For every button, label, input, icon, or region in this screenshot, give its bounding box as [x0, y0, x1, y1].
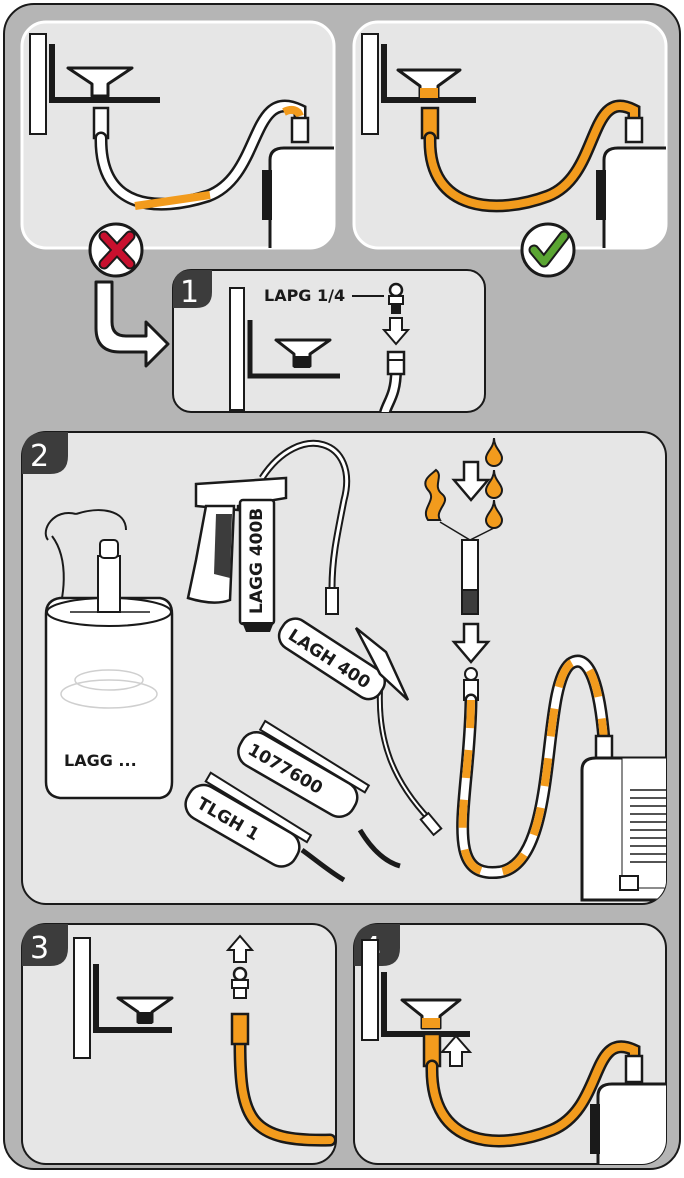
wall	[30, 34, 46, 134]
step-number: 2	[30, 439, 49, 474]
gun-lagg-400b-label: LAGG 400B	[247, 508, 267, 614]
grease-fitting	[389, 284, 403, 314]
panel-correct	[354, 22, 672, 276]
pump-bucket-label: LAGG ...	[64, 751, 137, 770]
panel-step-4: 4	[354, 924, 672, 1173]
grease-fitting	[232, 968, 248, 998]
cross-mark-icon	[90, 224, 142, 276]
step-number: 1	[180, 275, 199, 310]
panel-step-1: 1 LAPG 1/4	[173, 270, 485, 420]
check-mark-icon	[522, 224, 574, 276]
panel-step-3: 3	[22, 924, 336, 1164]
step-number: 3	[30, 931, 49, 966]
fitting-label: LAPG 1/4	[264, 286, 345, 305]
panel-step-2: 2 LAGG ...	[22, 432, 680, 904]
panel-wrong	[22, 22, 340, 276]
